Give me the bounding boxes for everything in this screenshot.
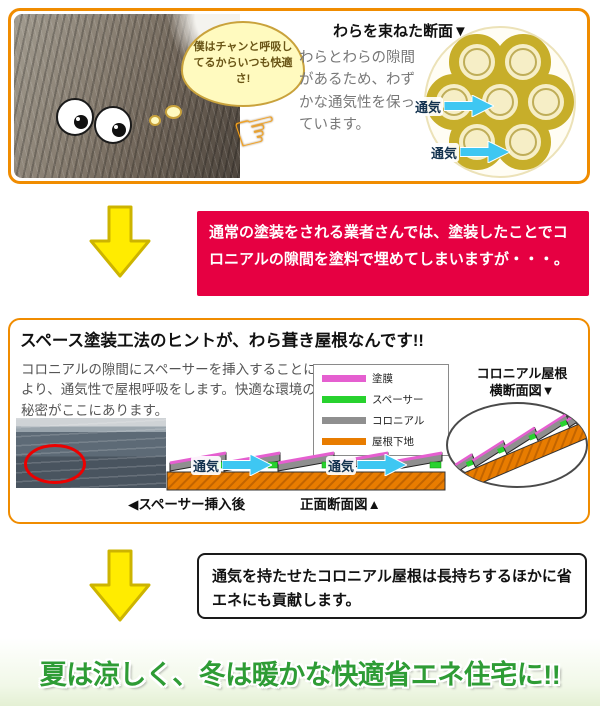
legend-label: コロニアル xyxy=(372,415,425,427)
bubble-tail-dot xyxy=(149,115,161,126)
legend-row: 塗膜 xyxy=(322,371,440,386)
vent-annotation: 通気 xyxy=(429,141,511,163)
panel2-description: コロニアルの隙間にスペーサーを挿入することにより、通気性で屋根呼吸をします。快適… xyxy=(21,362,317,418)
pupil-icon xyxy=(74,115,88,129)
spacer-swatch xyxy=(322,396,366,403)
straw-roof-panel: ☞ 僕はチャンと呼吸してるからいつも快適さ! わらを束ねた断面▼ わらとわらの隙… xyxy=(8,8,590,184)
vent-arrow-icon xyxy=(444,95,495,117)
benefit-callout: 通気を持たせたコロニアル屋根は長持ちするほかに省エネにも貢献します。 xyxy=(197,553,587,619)
vent-label: 通気 xyxy=(413,96,444,116)
warning-callout: 通常の塗装をされる業者さんでは、塗装したことでコロニアルの隙間を塗料で埋めてしま… xyxy=(197,211,589,296)
vent-annotation: 通気 xyxy=(326,454,408,476)
vent-arrow-icon xyxy=(357,454,408,476)
colonial-swatch xyxy=(322,417,366,424)
cross-section-oval-diagram xyxy=(446,402,588,488)
vent-annotation: 通気 xyxy=(413,95,495,117)
vent-arrow-icon xyxy=(222,454,273,476)
roof-base-swatch xyxy=(322,438,366,445)
footer-banner: 夏は涼しく、冬は暖かな快適省エネ住宅に!! xyxy=(0,638,600,706)
front-view-caption: 正面断面図▲ xyxy=(300,497,381,512)
vent-label: 通気 xyxy=(191,455,222,475)
cartoon-eye-left-icon xyxy=(56,98,94,136)
bubble-tail-dot xyxy=(165,105,182,119)
cartoon-eye-right-icon xyxy=(94,106,132,144)
panel1-description: わらとわらの隙間があるため、わずかな通気性を保っています。 xyxy=(299,50,415,134)
straw-bundle-caption: わらを束ねた断面▼ xyxy=(333,23,468,40)
legend-label: 塗膜 xyxy=(372,373,393,385)
down-arrow-icon xyxy=(89,549,151,622)
vent-annotation: 通気 xyxy=(191,454,273,476)
footer-slogan: 夏は涼しく、冬は暖かな快適省エネ住宅に!! xyxy=(39,659,561,690)
vent-arrow-icon xyxy=(460,141,511,163)
legend-row: 屋根下地 xyxy=(322,434,440,449)
thought-bubble-text: 僕はチャンと呼吸してるからいつも快適さ! xyxy=(193,41,293,85)
after-spacer-caption: ◀スペーサー挿入後 xyxy=(128,497,246,512)
legend-row: コロニアル xyxy=(322,413,440,428)
legend-label: 屋根下地 xyxy=(372,436,414,448)
warning-text: 通常の塗装をされる業者さんでは、塗装したことでコロニアルの隙間を塗料で埋めてしま… xyxy=(209,224,569,269)
legend-row: スペーサー xyxy=(322,392,440,407)
vent-label: 通気 xyxy=(429,142,460,162)
panel2-title: スペース塗装工法のヒントが、わら葺き屋根なんです!! xyxy=(20,332,424,350)
straw-bundle-diagram xyxy=(424,26,576,178)
oval-diagram-caption: コロニアル屋根 横断面図▼ xyxy=(458,366,586,400)
legend-label: スペーサー xyxy=(372,394,424,406)
pupil-icon xyxy=(112,123,126,137)
benefit-text: 通気を持たせたコロニアル屋根は長持ちするほかに省エネにも貢献します。 xyxy=(212,568,572,609)
paint-film-swatch xyxy=(322,375,366,382)
space-painting-panel: スペース塗装工法のヒントが、わら葺き屋根なんです!! コロニアルの隙間にスペーサ… xyxy=(8,318,590,524)
down-arrow-icon xyxy=(89,205,151,278)
red-circle-annotation xyxy=(24,444,86,484)
colonial-roof-photo xyxy=(16,418,166,488)
layer-legend: 塗膜 スペーサー コロニアル 屋根下地 xyxy=(313,364,449,456)
oval-caption-line1: コロニアル屋根 xyxy=(476,366,568,381)
vent-label: 通気 xyxy=(326,455,357,475)
thought-bubble: 僕はチャンと呼吸してるからいつも快適さ! xyxy=(181,21,305,107)
oval-caption-line2: 横断面図▼ xyxy=(489,382,555,398)
